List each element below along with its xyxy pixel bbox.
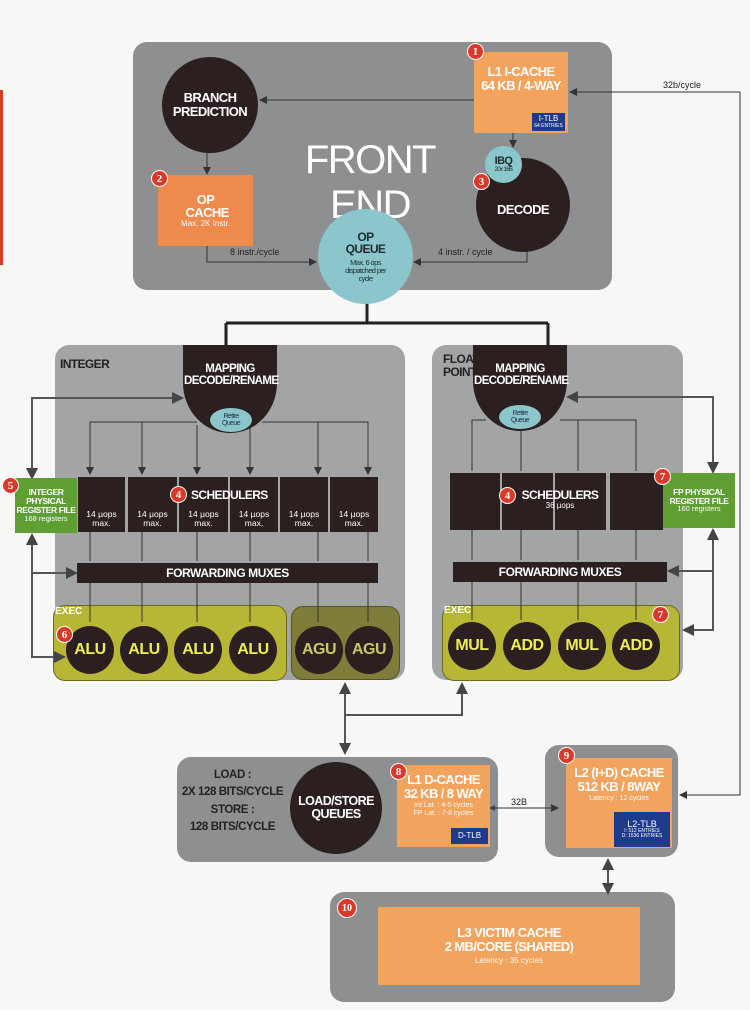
ibq-title: IBQ (494, 154, 513, 167)
fp-scheduler-1 (450, 473, 500, 530)
fp-retire-queue: Retire Queue (499, 405, 541, 429)
badge-2: 2 (151, 170, 168, 187)
i-tlb-label: I-TLB (538, 114, 559, 124)
badge-8: 8 (390, 763, 407, 780)
fp-forwarding-muxes: FORWARDING MUXES (453, 562, 667, 582)
l1d-size: 32 KB / 8 WAY (403, 785, 484, 801)
badge-4-fp: 4 (499, 487, 516, 504)
branch-prediction-node: BRANCH PREDICTION (162, 57, 258, 153)
badge-7-exec: 7 (652, 606, 669, 623)
l1d-fp-latency: FP Lat. : 7-8 cycles (413, 809, 474, 817)
page-edge-strip (0, 90, 3, 265)
l1i-size: 64 KB / 4-WAY (481, 77, 561, 93)
l2-size: 512 KB / 8WAY (577, 778, 661, 794)
fp-register-file: FP PHYSICAL REGISTER FILE 160 registers (663, 473, 735, 528)
int-scheduler-3: 14 µops max. (179, 477, 228, 532)
op-queue-detail: Max. 6 ops dispatched per cycle (345, 257, 386, 283)
int-prf-detail: 168 registers (24, 513, 68, 523)
fp-mul-1: MUL (448, 622, 496, 670)
fp-schedulers-title: SCHEDULERS (521, 488, 599, 502)
fp-prf-detail: 160 registers (677, 504, 721, 514)
decode-title: DECODE (496, 202, 550, 218)
alu-4: ALU (229, 626, 277, 674)
l1i-title: L1 I-CACHE (487, 64, 556, 79)
i-tlb-entries: 64 ENTRIES (534, 122, 563, 129)
badge-4-int: 4 (170, 486, 187, 503)
l1-l2-rate: 32B (511, 797, 528, 807)
alu-1: ALU (66, 626, 114, 674)
l2-tlb: L2-TLB I: 512 ENTRIES D: 1536 ENTRIES (614, 812, 670, 847)
load-label: LOAD : (213, 769, 252, 781)
l2-tlb-label: L2-TLB (627, 818, 657, 829)
alu-3: ALU (174, 626, 222, 674)
int-scheduler-6: 14 µops max. (330, 477, 378, 532)
fp-add-1: ADD (503, 622, 551, 670)
fp-scheduler-4 (610, 473, 663, 530)
badge-3: 3 (473, 173, 490, 190)
fp-mapping-title: MAPPING DECODE/RENAME (474, 363, 569, 388)
decode-rate: 4 instr. / cycle (438, 247, 493, 257)
load-value: 2X 128 BITS/CYCLE (181, 786, 284, 799)
int-scheduler-1: 14 µops max. (78, 477, 125, 532)
l2-fetch-rate: 32b/cycle (663, 80, 702, 90)
op-cache-rate: 8 instr./cycle (230, 247, 280, 257)
l1d-int-latency: Int Lat. : 4-5 cycles (414, 802, 473, 810)
l3-title: L3 VICTIM CACHE (457, 925, 561, 941)
l3-size: 2 MB/CORE (SHARED) (444, 938, 574, 954)
fp-schedulers-label: SCHEDULERS 36 µops (520, 488, 600, 511)
int-prf-title: INTEGER PHYSICAL REGISTER FILE (16, 487, 76, 516)
alu-2: ALU (120, 626, 168, 674)
ibq-detail: 20x 16B (494, 167, 513, 174)
integer-title: INTEGER (60, 357, 110, 371)
fp-add-2: ADD (612, 622, 660, 670)
l2-latency: Latency : 12 cycles (589, 795, 649, 803)
int-retire-queue: Retire Queue (210, 408, 252, 432)
fp-prf-title: FP PHYSICAL REGISTER FILE (669, 486, 729, 506)
op-cache-title: OP CACHE (185, 191, 230, 221)
int-exec-label: EXEC (55, 606, 83, 617)
l3-latency: Latency : 35 cycles (474, 956, 544, 966)
store-value: 128 BITS/CYCLE (189, 820, 276, 833)
int-mapping-title: MAPPING DECODE/RENAME (184, 363, 279, 388)
int-register-file: INTEGER PHYSICAL REGISTER FILE 168 regis… (15, 478, 77, 533)
op-queue-title: OP QUEUE (345, 229, 386, 257)
fp-exec-label: EXEC (444, 605, 472, 616)
l2-tlb-i: I: 512 ENTRIES (624, 827, 660, 834)
op-queue-node: OP QUEUE Max. 6 ops dispatched per cycle (318, 209, 413, 304)
front-end-title: FRONT END (304, 138, 437, 227)
l1d-cache: L1 D-CACHE 32 KB / 8 WAY Int Lat. : 4-5 … (397, 765, 490, 847)
int-scheduler-2: 14 µops max. (128, 477, 177, 532)
agu-1: AGU (295, 626, 343, 674)
badge-9: 9 (558, 747, 575, 764)
load-store-rates: LOAD : 2X 128 BITS/CYCLE STORE : 128 BIT… (180, 767, 285, 836)
int-forwarding-muxes: FORWARDING MUXES (77, 563, 378, 583)
int-scheduler-4: 14 µops max. (230, 477, 278, 532)
l2-title: L2 (I+D) CACHE (574, 765, 664, 780)
badge-10: 10 (337, 898, 357, 918)
l2-tlb-d: D: 1536 ENTRIES (621, 833, 663, 840)
badge-6: 6 (56, 626, 73, 643)
load-store-queues: LOAD/STORE QUEUES (290, 762, 382, 854)
badge-1: I (467, 43, 484, 60)
int-schedulers-title: SCHEDULERS (191, 488, 268, 502)
fp-mul-2: MUL (558, 622, 606, 670)
badge-5: 5 (2, 477, 19, 494)
fp-mapping-node: MAPPING DECODE/RENAME (473, 345, 569, 431)
store-label: STORE : (210, 803, 255, 816)
op-cache-detail: Max. 2K Instr. (181, 218, 230, 228)
lsq-title: LOAD/STORE QUEUES (298, 793, 374, 821)
fp-schedulers-detail: 36 µops (545, 501, 575, 511)
int-scheduler-5: 14 µops max. (280, 477, 328, 532)
d-tlb: D-TLB (451, 828, 488, 844)
agu-2: AGU (345, 626, 393, 674)
fp-scheduler-3 (555, 473, 606, 530)
l3-victim-cache: L3 VICTIM CACHE 2 MB/CORE (SHARED) Laten… (378, 907, 640, 985)
op-cache: OP CACHE Max. 2K Instr. (158, 175, 253, 246)
badge-7-prf: 7 (654, 468, 671, 485)
l1d-title: L1 D-CACHE (407, 772, 480, 787)
